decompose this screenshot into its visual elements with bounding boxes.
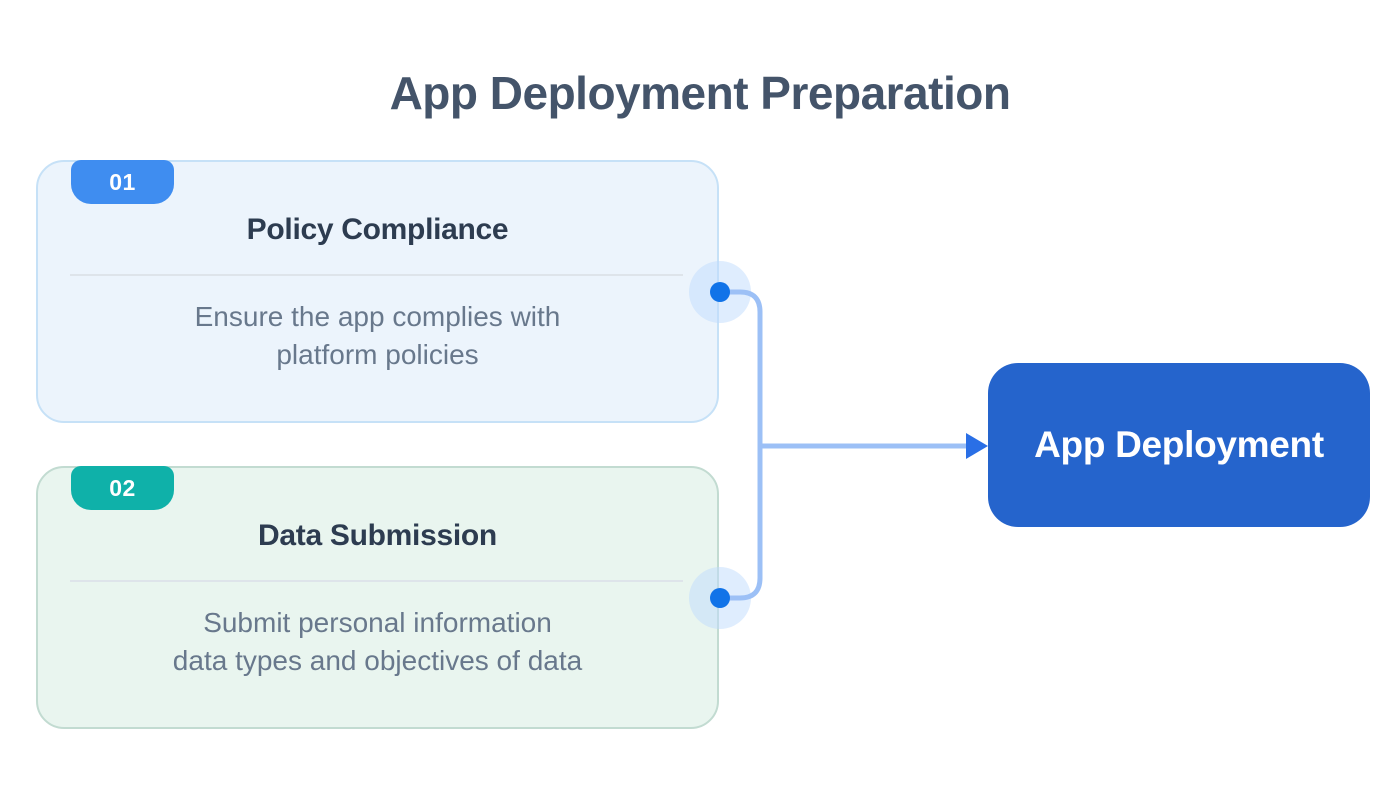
result-node-app-deployment: App Deployment — [988, 363, 1370, 527]
step-number-badge: 01 — [71, 160, 174, 204]
step-title: Data Submission — [258, 519, 497, 552]
step-description-line: Ensure the app complies with — [194, 301, 561, 332]
step-description: Submit personal information data types a… — [38, 604, 717, 680]
step-number-badge: 02 — [71, 466, 174, 510]
divider — [70, 580, 683, 582]
step-description-line: Submit personal information — [203, 607, 552, 638]
connector-line — [720, 289, 763, 601]
result-node-label: App Deployment — [1034, 424, 1324, 465]
step-title: Policy Compliance — [246, 213, 509, 246]
diagram-title: App Deployment Preparation — [389, 67, 1011, 119]
step-description: Ensure the app complies with platform po… — [38, 298, 717, 374]
step-description-line: platform policies — [276, 339, 479, 370]
step-card-data-submission: 02 Data Submission Submit personal infor… — [36, 466, 719, 729]
divider — [70, 274, 683, 276]
step-card-policy-compliance: 01 Policy Compliance Ensure the app comp… — [36, 160, 719, 423]
right-arrow-icon — [966, 433, 988, 459]
step-description-line: data types and objectives of data — [172, 645, 583, 676]
